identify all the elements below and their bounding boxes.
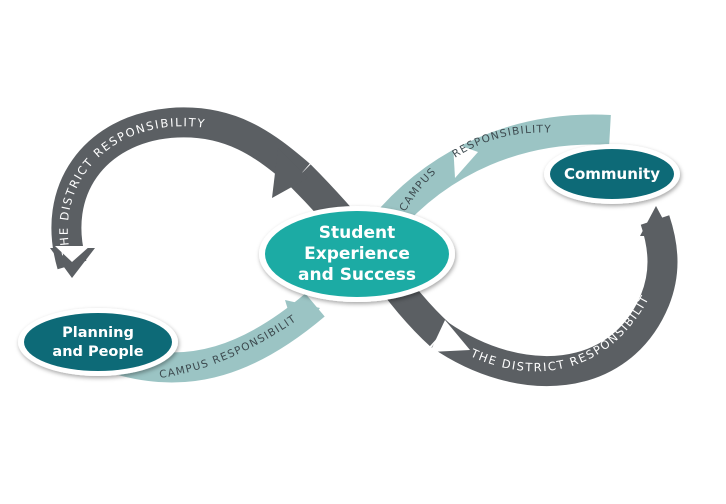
- district-band-left: [51, 107, 310, 270]
- campus-band-right: [373, 114, 611, 235]
- district-band-right: [431, 215, 678, 387]
- node-center-line1: Student: [319, 223, 395, 243]
- arrow-left-down-icon: [50, 248, 95, 278]
- node-community: [544, 144, 680, 204]
- node-center-line2: Experience: [304, 244, 410, 264]
- node-planning-and-people: [18, 308, 178, 376]
- arrow-right-up-icon: [640, 206, 672, 236]
- arrow-top-right-icon: [272, 148, 308, 198]
- arrow-campus-left-icon: [285, 300, 320, 336]
- arrow-campus-right-icon: [453, 143, 478, 178]
- node-student-experience: [259, 206, 455, 302]
- node-community-line1: Community: [564, 165, 660, 183]
- node-planning-line2: and People: [52, 344, 143, 360]
- node-planning-line1: Planning: [62, 325, 134, 341]
- arrow-bottom-right-icon: [430, 320, 470, 352]
- node-center-line3: and Success: [298, 265, 416, 285]
- arrow-left-down-notch-icon: [55, 246, 90, 262]
